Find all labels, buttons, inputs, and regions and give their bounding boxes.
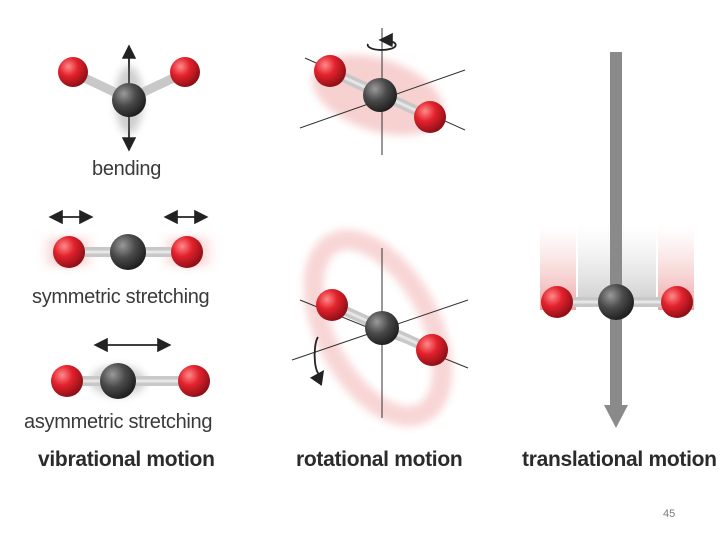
carbon-atom [110, 234, 146, 270]
rotational-motion-label: rotational motion [296, 448, 463, 471]
circular-arrow-icon [309, 336, 325, 386]
rotational-molecule-bottom [291, 229, 469, 427]
translation-arrow-shaft [610, 52, 622, 407]
oxygen-atom [170, 57, 200, 87]
symmetric-stretching-label: symmetric stretching [32, 286, 210, 308]
translational-motion-label: translational motion [522, 448, 717, 471]
page-number: 45 [663, 508, 676, 520]
down-arrow-icon [604, 405, 628, 428]
translational-molecule [540, 52, 694, 428]
symmetric-stretching-molecule [40, 209, 216, 270]
carbon-atom [112, 83, 146, 117]
vibrational-motion-label: vibrational motion [38, 448, 215, 471]
oxygen-atom [414, 101, 446, 133]
bending-molecule [58, 44, 200, 152]
oxygen-atom [314, 55, 346, 87]
circular-arrow-icon [366, 32, 397, 51]
carbon-atom [598, 284, 634, 320]
oxygen-atom [58, 57, 88, 87]
asymmetric-stretching-molecule [51, 337, 210, 399]
carbon-atom [100, 363, 136, 399]
carbon-atom [365, 311, 399, 345]
carbon-atom [363, 78, 397, 112]
oxygen-atom [171, 236, 203, 268]
bending-label: bending [92, 158, 162, 180]
asymmetric-stretching-label: asymmetric stretching [24, 411, 213, 433]
oxygen-atom [51, 365, 83, 397]
oxygen-atom [53, 236, 85, 268]
rotational-molecule-top [299, 28, 466, 155]
oxygen-atom [416, 334, 448, 366]
oxygen-atom [178, 365, 210, 397]
oxygen-atom [541, 286, 573, 318]
oxygen-atom [316, 289, 348, 321]
oxygen-atom [661, 286, 693, 318]
